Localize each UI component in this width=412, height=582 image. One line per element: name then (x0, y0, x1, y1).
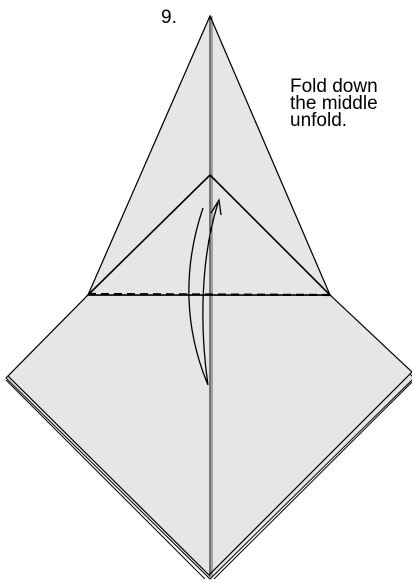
fold-arrow-return (202, 202, 219, 386)
paper-layer-edge-left (5, 379, 206, 580)
step-number: 9. (161, 7, 177, 28)
instruction-line-2: the middle (290, 93, 378, 114)
fold-arrow-icon (188, 207, 209, 386)
instruction-line-1: Fold down (290, 76, 378, 97)
instruction-line-3: unfold. (290, 110, 348, 131)
valley-fold-line (87, 292, 333, 297)
fold-arrow-head-icon (210, 198, 222, 216)
paper-layer-edge-right (213, 381, 412, 580)
instruction-text: Fold down the middle unfold. (290, 76, 412, 131)
